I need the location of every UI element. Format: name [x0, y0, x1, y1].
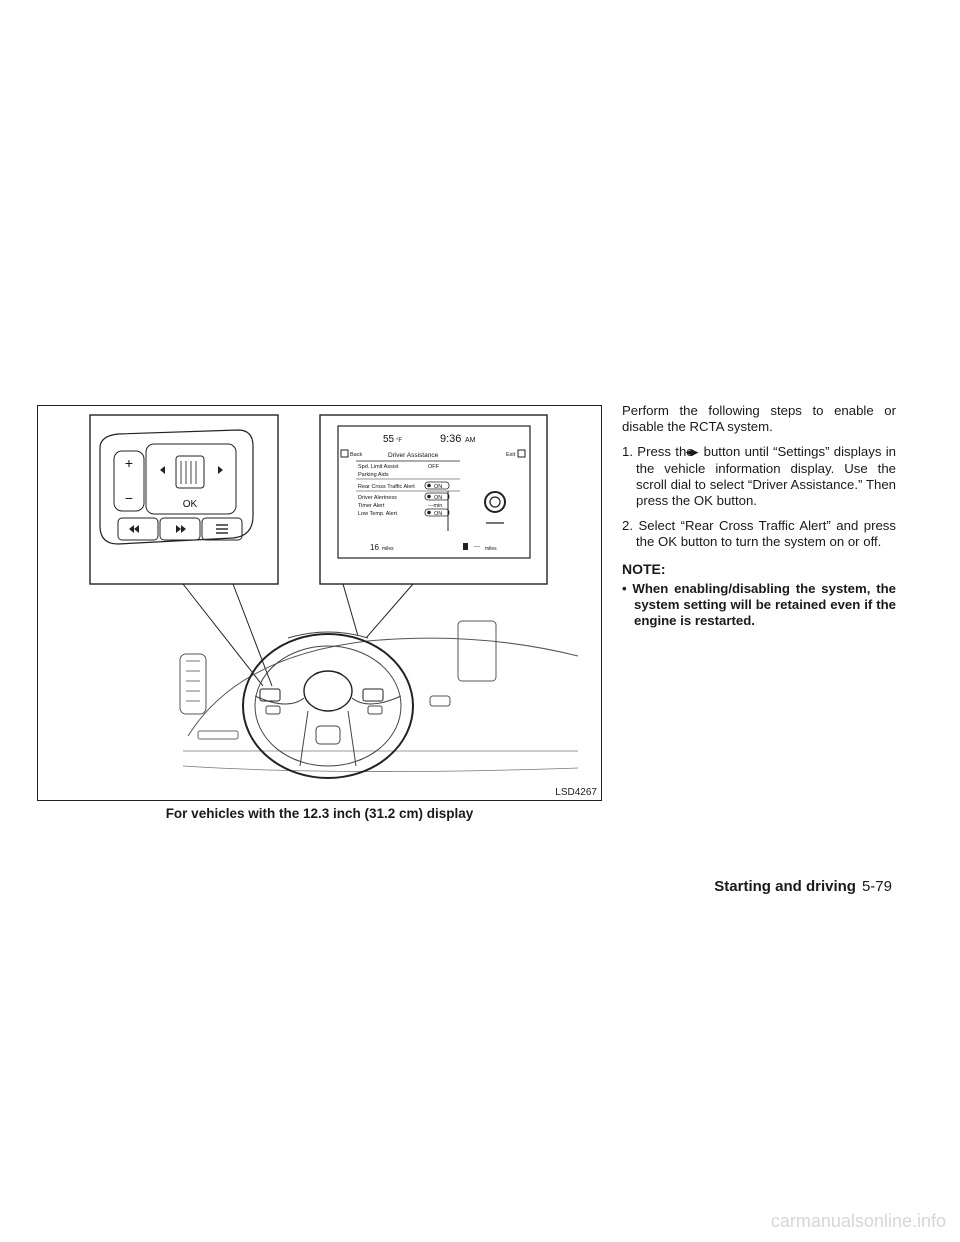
display-odo: 16 [370, 543, 379, 552]
display-row-label: Rear Cross Traffic Alert [358, 484, 415, 490]
display-odo-unit: miles [382, 546, 394, 552]
volume-up-label: + [125, 455, 133, 471]
steering-wheel-illustration: + − OK 55 °F 9:36 AM Back Driver Assista… [89, 414, 579, 779]
instruction-column: Perform the following steps to enable or… [622, 403, 896, 629]
figure-caption: For vehicles with the 12.3 inch (31.2 cm… [165, 806, 474, 821]
display-row-label: Parking Aids [358, 472, 389, 478]
display-toggle-dot [427, 510, 431, 515]
step-1-post: button until “Settings” displays in the … [636, 444, 896, 509]
display-toggle [424, 481, 450, 490]
display-toggle [424, 492, 450, 501]
display-temp: 55 [383, 434, 395, 445]
page-footer: Starting and driving 5-79 [714, 878, 892, 895]
volume-down-label: − [125, 490, 133, 506]
display-toggle [424, 508, 450, 517]
display-row-label: Spd. Limit Assist [358, 464, 399, 470]
display-row-value: ---min [428, 503, 442, 509]
footer-section: Starting and driving [714, 878, 856, 895]
display-row-label: Driver Alertness [358, 495, 397, 501]
step-1-pre: 1. Press the [622, 444, 694, 460]
display-back: Back [350, 452, 362, 458]
display-row-value: ON [434, 511, 442, 517]
display-range: --- [474, 544, 480, 550]
display-title: Driver Assistance [388, 452, 439, 459]
display-row-value: OFF [428, 464, 440, 470]
display-row-label: Timer Alert [358, 503, 385, 509]
step-1: 1. Press the◀▶button until “Settings” di… [622, 444, 896, 509]
ok-label: OK [183, 499, 198, 510]
display-row-value: ON [434, 495, 442, 501]
display-exit: Exit [506, 452, 516, 458]
display-row-value: ON [434, 484, 442, 490]
display-row-label: Low Temp. Alert [358, 511, 398, 517]
note-heading: NOTE: [622, 560, 666, 577]
display-inset [319, 414, 548, 585]
display-range-unit: miles [485, 546, 497, 552]
display-temp-unit: °F [396, 438, 402, 444]
note-bullet: • When enabling/disabling the system, th… [622, 580, 896, 629]
display-time: 9:36 [440, 433, 461, 445]
display-toggle-dot [427, 494, 431, 499]
illustration-figure: + − OK 55 °F 9:36 AM Back Driver Assista… [37, 405, 602, 801]
display-ampm: AM [465, 437, 476, 444]
page-number: 5-79 [861, 878, 892, 895]
display-toggle-dot [427, 483, 431, 488]
switch-inset [89, 414, 279, 585]
intro-paragraph: Perform the following steps to enable or… [622, 403, 896, 435]
figure-id: LSD4267 [555, 787, 597, 798]
step-2: 2. Select “Rear Cross Traffic Alert” and… [622, 518, 896, 550]
watermark: carmanualsonline.info [770, 1211, 946, 1231]
